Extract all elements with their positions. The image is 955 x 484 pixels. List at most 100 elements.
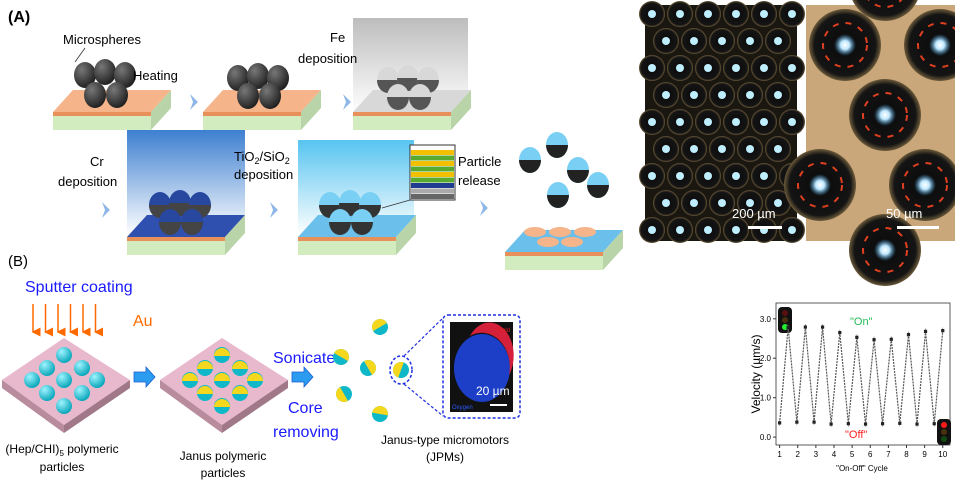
tio2-deposition-label: deposition — [234, 167, 293, 182]
particle-spot — [718, 145, 726, 153]
particle-spot — [704, 118, 712, 126]
slab-2 — [203, 63, 321, 130]
data-point — [932, 422, 936, 426]
ring — [862, 227, 908, 273]
particle-spot — [662, 37, 670, 45]
inset-scale-label: 20 µm — [476, 384, 510, 398]
data-point — [898, 421, 902, 425]
slab-base — [505, 256, 603, 270]
caption-janus-line2: particles — [201, 466, 246, 480]
process-arrow — [133, 365, 156, 389]
caption-hep-chi-line2: particles — [40, 460, 85, 474]
gold-cap — [214, 399, 230, 407]
release-spot — [524, 227, 546, 237]
data-point — [829, 422, 833, 426]
removing-label: removing — [273, 424, 339, 441]
y-tick-label: 3.0 — [760, 315, 772, 324]
panel-a-label: (A) — [8, 9, 30, 26]
scale-bar-label: 200 µm — [732, 206, 776, 221]
plate-side — [64, 380, 130, 433]
slab-base — [203, 116, 301, 130]
scale-bar-label: 50 µm — [886, 206, 922, 221]
sphere-cap — [546, 145, 568, 158]
gold-half — [334, 349, 349, 361]
x-tick-label: 6 — [868, 450, 873, 459]
particle-spot — [690, 37, 698, 45]
particle-spot — [760, 10, 768, 18]
particle-spot — [718, 199, 726, 207]
data-point — [923, 329, 928, 333]
inset-layer — [411, 150, 454, 155]
caption-hep-chi: (Hep/CHI)5 polymeric — [5, 442, 118, 458]
x-tick-label: 1 — [777, 450, 782, 459]
slab-3 — [353, 65, 471, 130]
sphere — [94, 59, 116, 85]
slab-layer — [353, 112, 451, 116]
particle-spot — [690, 91, 698, 99]
gold-cap — [232, 386, 248, 394]
gold-half — [364, 360, 376, 375]
particle-spot — [914, 174, 936, 196]
slab-4 — [127, 190, 245, 255]
particle-spot — [676, 10, 684, 18]
ring — [822, 22, 868, 68]
particle-spot — [676, 64, 684, 72]
particle-spot — [732, 118, 740, 126]
data-point — [941, 329, 945, 333]
x-tick-label: 4 — [832, 450, 837, 459]
slab-base — [127, 241, 225, 255]
core-label: Core — [288, 400, 323, 417]
particle-spot — [788, 118, 796, 126]
data-point — [838, 330, 842, 335]
sphere — [106, 82, 128, 108]
particle-spot — [704, 64, 712, 72]
slab-side — [396, 215, 416, 255]
particle-spot — [774, 91, 782, 99]
x-tick-label: 3 — [814, 450, 819, 459]
particle-spot — [662, 199, 670, 207]
x-tick-label: 7 — [886, 450, 891, 459]
particle-spot — [760, 118, 768, 126]
ring — [917, 22, 955, 68]
inset-layer — [411, 161, 454, 166]
particle-spot — [774, 37, 782, 45]
particle — [74, 385, 90, 401]
y-tick-label: 0.0 — [760, 433, 772, 442]
particle-spot — [929, 34, 951, 56]
release-spot — [537, 237, 559, 247]
sphere-cap — [387, 97, 409, 110]
particle-spot — [676, 172, 684, 180]
slab-base — [53, 116, 151, 130]
fe-deposition-label: deposition — [298, 51, 357, 66]
caption-jpms-line2: (JPMs) — [426, 450, 464, 464]
x-axis-label: "On-Off" Cycle — [836, 464, 888, 473]
sputter-coating-label: Sputter coating — [25, 279, 133, 296]
sphere-cap — [547, 195, 569, 208]
particle-spot — [834, 34, 856, 56]
gold-label: Gold — [497, 328, 510, 334]
data-point — [795, 420, 799, 424]
slab-6 — [505, 227, 623, 270]
sphere — [74, 62, 96, 88]
particle-spot — [788, 226, 796, 234]
particle-spot — [874, 104, 896, 126]
janus-micromotor — [372, 406, 388, 422]
slab-1 — [53, 59, 171, 130]
gold-cap — [214, 373, 230, 381]
microwell — [852, 0, 918, 21]
janus-micromotor — [336, 386, 352, 402]
x-tick-label: 8 — [904, 450, 909, 459]
data-point — [846, 422, 850, 426]
highlight-circle — [389, 355, 413, 385]
particle-spot — [676, 226, 684, 234]
traffic-light-green-icon — [778, 307, 792, 333]
particle-spot — [718, 37, 726, 45]
process-arrow — [291, 365, 314, 389]
particle-spot — [809, 174, 831, 196]
sphere-cap — [159, 222, 181, 235]
particle — [56, 398, 72, 414]
x-tick-label: 5 — [850, 450, 855, 459]
gold-half — [372, 319, 387, 331]
data-point — [786, 325, 790, 330]
